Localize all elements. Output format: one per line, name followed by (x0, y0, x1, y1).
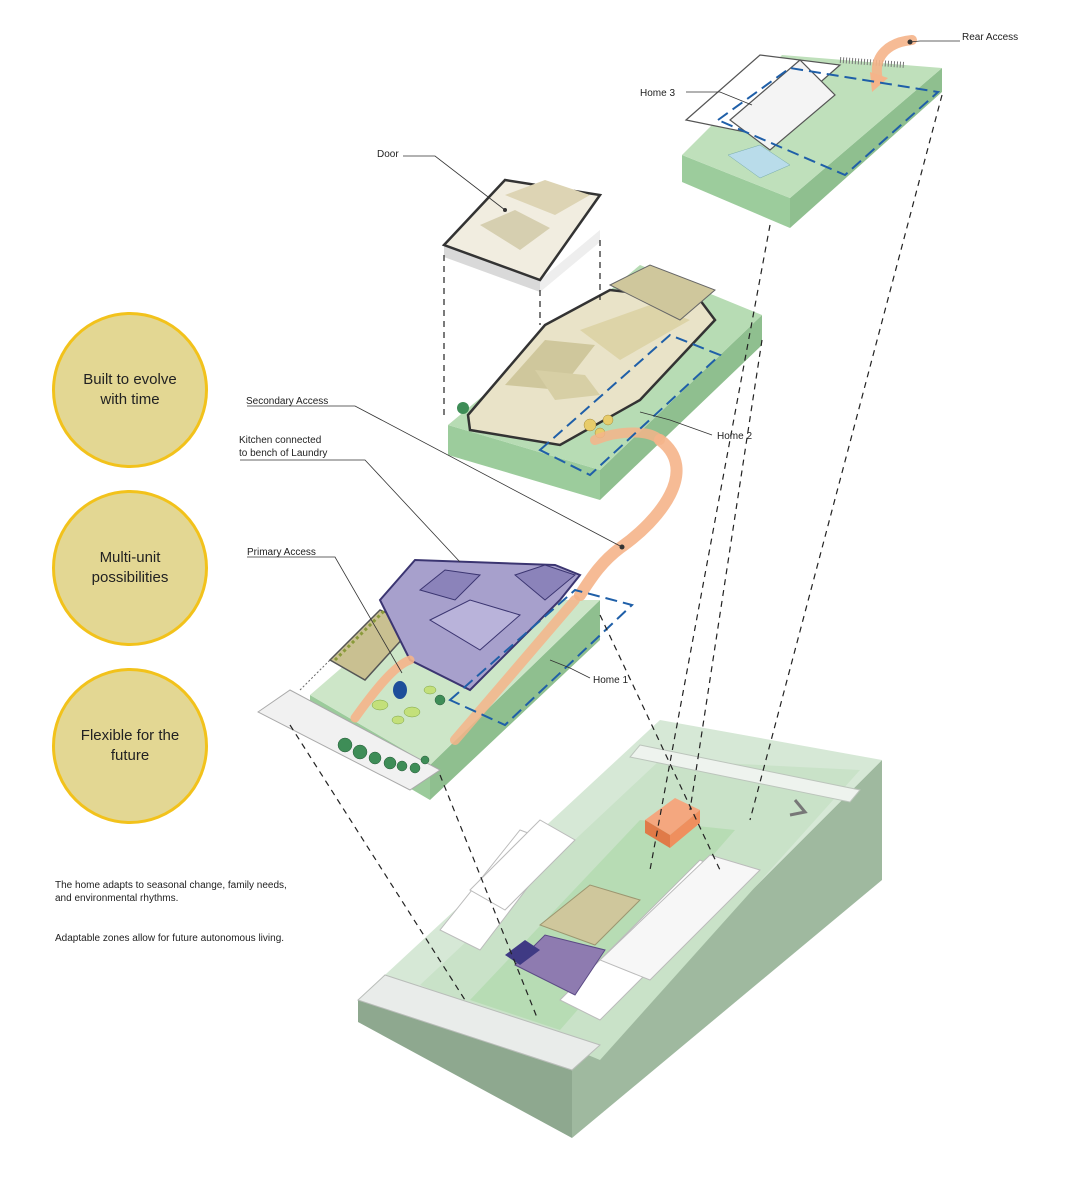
primary-access-label: Primary Access (247, 547, 316, 558)
home2-path (590, 427, 665, 445)
kitchen-label-line2: to bench of Laundry (239, 448, 327, 459)
primary-access-path (350, 655, 415, 723)
home1-model (257, 558, 600, 800)
kitchen-label-line1: Kitchen connected (239, 435, 321, 446)
secondary-access-label: Secondary Access (246, 396, 328, 407)
rear-access-label: Rear Access (962, 32, 1018, 43)
projection-lines (289, 94, 943, 1021)
principle-text: Built to evolve with time (83, 371, 177, 408)
home-outlines (448, 66, 941, 727)
principle-text: Flexible for the future (80, 727, 180, 764)
door-label: Door (377, 149, 399, 160)
secondary-access-path (574, 434, 683, 601)
note-seasonal: The home adapts to seasonal change, fami… (55, 880, 287, 904)
access-paths (350, 35, 917, 745)
door-unit-model (441, 178, 603, 292)
home2-label: Home 2 (717, 431, 752, 442)
home3-outline (715, 66, 941, 177)
principle-circle-flexible: Flexible for the future (52, 668, 208, 824)
principle-circle-multi-unit: Multi-unit possibilities (52, 490, 208, 646)
home1-label: Home 1 (593, 675, 628, 686)
note-adaptable: Adaptable zones allow for future autonom… (55, 933, 285, 944)
leader-lines (240, 40, 960, 679)
principle-circle-evolve: Built to evolve with time (52, 312, 208, 468)
rear-access-path (871, 35, 917, 85)
home3-label: Home 3 (640, 88, 675, 99)
site-model (357, 720, 882, 1138)
home1-path (450, 595, 580, 745)
home2-model (448, 264, 762, 500)
home2-outline (538, 333, 722, 477)
home3-model (682, 54, 942, 228)
home1-outline (448, 588, 634, 727)
principle-text: Multi-unit possibilities (91, 549, 169, 586)
